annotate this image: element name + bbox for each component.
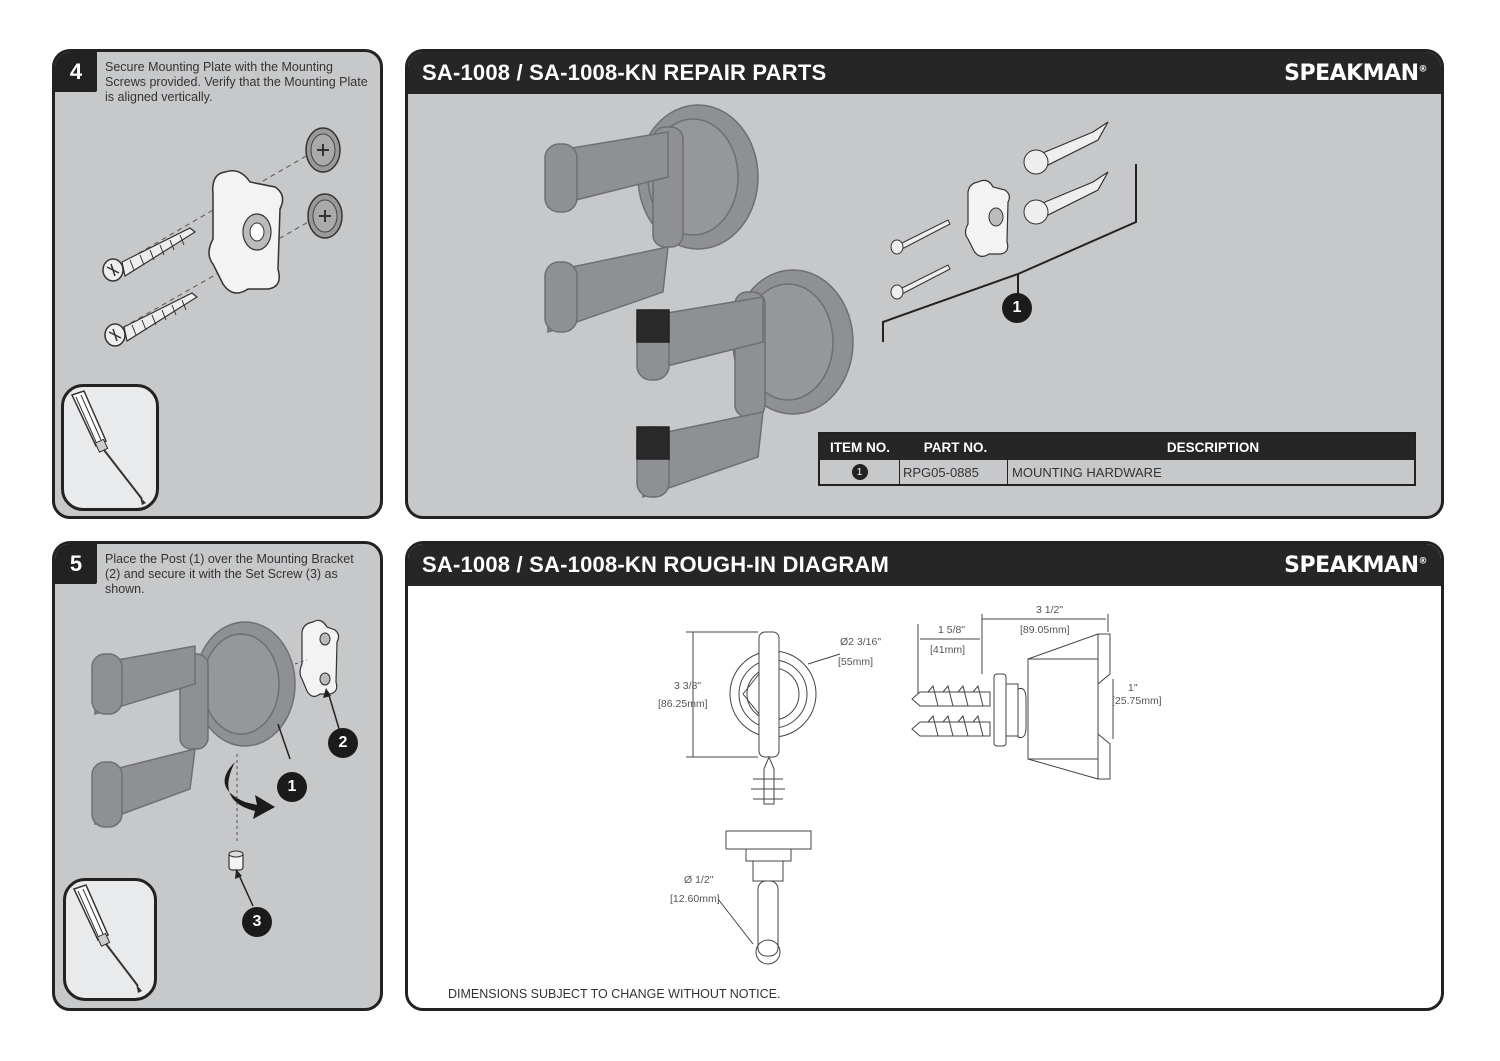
speakman-logo: SPEAKMAN® (1284, 552, 1427, 578)
step-4-illustration (102, 127, 343, 347)
repair-parts-panel: SA-1008 / SA-1008-KN REPAIR PARTS SPEAKM… (405, 49, 1444, 519)
double-robe-hook-sa-1008 (544, 104, 759, 334)
step-5-illustration (91, 619, 341, 907)
mounting-screw-2 (104, 292, 199, 347)
rotation-arrow-icon (224, 762, 275, 819)
speakman-logo: SPEAKMAN® (1284, 60, 1427, 86)
front-view (686, 631, 841, 758)
mounting-plate (208, 170, 284, 294)
dim-height-mm: [86.25mm] (658, 698, 708, 710)
step-4-panel: 4 Secure Mounting Plate with the Mountin… (52, 49, 383, 519)
dim-projection-plate: 1 5/8" (938, 624, 966, 636)
repair-parts-illustration (544, 104, 1137, 499)
repair-callout-1: 1 (1002, 293, 1032, 323)
rough-in-title: SA-1008 / SA-1008-KN ROUGH-IN DIAGRAM (422, 552, 890, 577)
repair-parts-title: SA-1008 / SA-1008-KN REPAIR PARTS (422, 60, 827, 85)
table-header: ITEM NO. PART NO. DESCRIPTION (820, 434, 1414, 460)
wall-anchor-1 (305, 127, 341, 173)
dim-post-dia: Ø 1/2" (684, 874, 714, 886)
dim-arm-height-mm: [25.75mm] (1112, 695, 1162, 707)
step-5-number: 5 (55, 544, 97, 584)
double-robe-hook-sa-1008-kn (636, 269, 854, 499)
double-robe-hook (91, 621, 296, 828)
header-description: DESCRIPTION (1166, 439, 1260, 455)
header-item-no: ITEM NO. (830, 439, 890, 455)
dim-flange-dia: Ø2 3/16" (840, 636, 882, 648)
cell-item-no: 1 (820, 460, 900, 484)
step-5-instruction: Place the Post (1) over the Mounting Bra… (105, 552, 354, 596)
dim-height: 3 3/8" (674, 680, 702, 692)
screwdriver-tool-box (61, 384, 159, 511)
wall-anchor-2 (307, 193, 343, 239)
dim-projection-total: 3 1/2" (1036, 604, 1064, 616)
set-screw (228, 850, 244, 871)
rough-in-panel: SA-1008 / SA-1008-KN ROUGH-IN DIAGRAM SP… (405, 541, 1444, 1011)
header-part-no: PART NO. (923, 439, 988, 455)
dim-post-dia-mm: [12.60mm] (670, 893, 720, 905)
screwdriver-icon (70, 390, 146, 505)
screwdriver-tool-box (63, 878, 157, 1001)
side-view (911, 614, 1114, 780)
step-4-instruction: Secure Mounting Plate with the Mounting … (105, 60, 368, 104)
screwdriver-icon (72, 884, 142, 993)
cell-part-no: RPG05-0885 (900, 460, 1008, 484)
mounting-screw-1 (102, 227, 197, 282)
repair-parts-banner: SA-1008 / SA-1008-KN REPAIR PARTS SPEAKM… (408, 52, 1441, 94)
step5-callout-bracket: 2 (328, 728, 358, 758)
item-number-badge: 1 (851, 464, 868, 480)
step5-callout-post: 1 (277, 772, 307, 802)
dim-projection-plate-mm: [41mm] (930, 644, 966, 656)
cell-description: MOUNTING HARDWARE (1012, 464, 1162, 480)
rough-in-banner: SA-1008 / SA-1008-KN ROUGH-IN DIAGRAM SP… (408, 544, 1441, 586)
dimensions-disclaimer: DIMENSIONS SUBJECT TO CHANGE WITHOUT NOT… (448, 987, 781, 1001)
rough-in-drawing (686, 614, 1114, 965)
step-4-header: 4 Secure Mounting Plate with the Mountin… (55, 52, 380, 104)
step5-callout-set-screw: 3 (242, 907, 272, 937)
dim-flange-dia-mm: [55mm] (838, 656, 874, 668)
repair-parts-table: ITEM NO. PART NO. DESCRIPTION 1 RPG05-08… (818, 432, 1416, 486)
dim-projection-total-mm: [89.05mm] (1020, 624, 1070, 636)
dim-arm-height: 1" (1128, 682, 1138, 694)
step-4-number: 4 (55, 52, 97, 92)
step-5-panel: 5 Place the Post (1) over the Mounting B… (52, 541, 383, 1011)
mounting-bracket (299, 619, 340, 697)
mounting-hardware-kit (890, 121, 1109, 300)
step-5-header: 5 Place the Post (1) over the Mounting B… (55, 544, 380, 596)
top-view (717, 755, 812, 965)
table-row: 1 RPG05-0885 MOUNTING HARDWARE (820, 460, 1414, 484)
